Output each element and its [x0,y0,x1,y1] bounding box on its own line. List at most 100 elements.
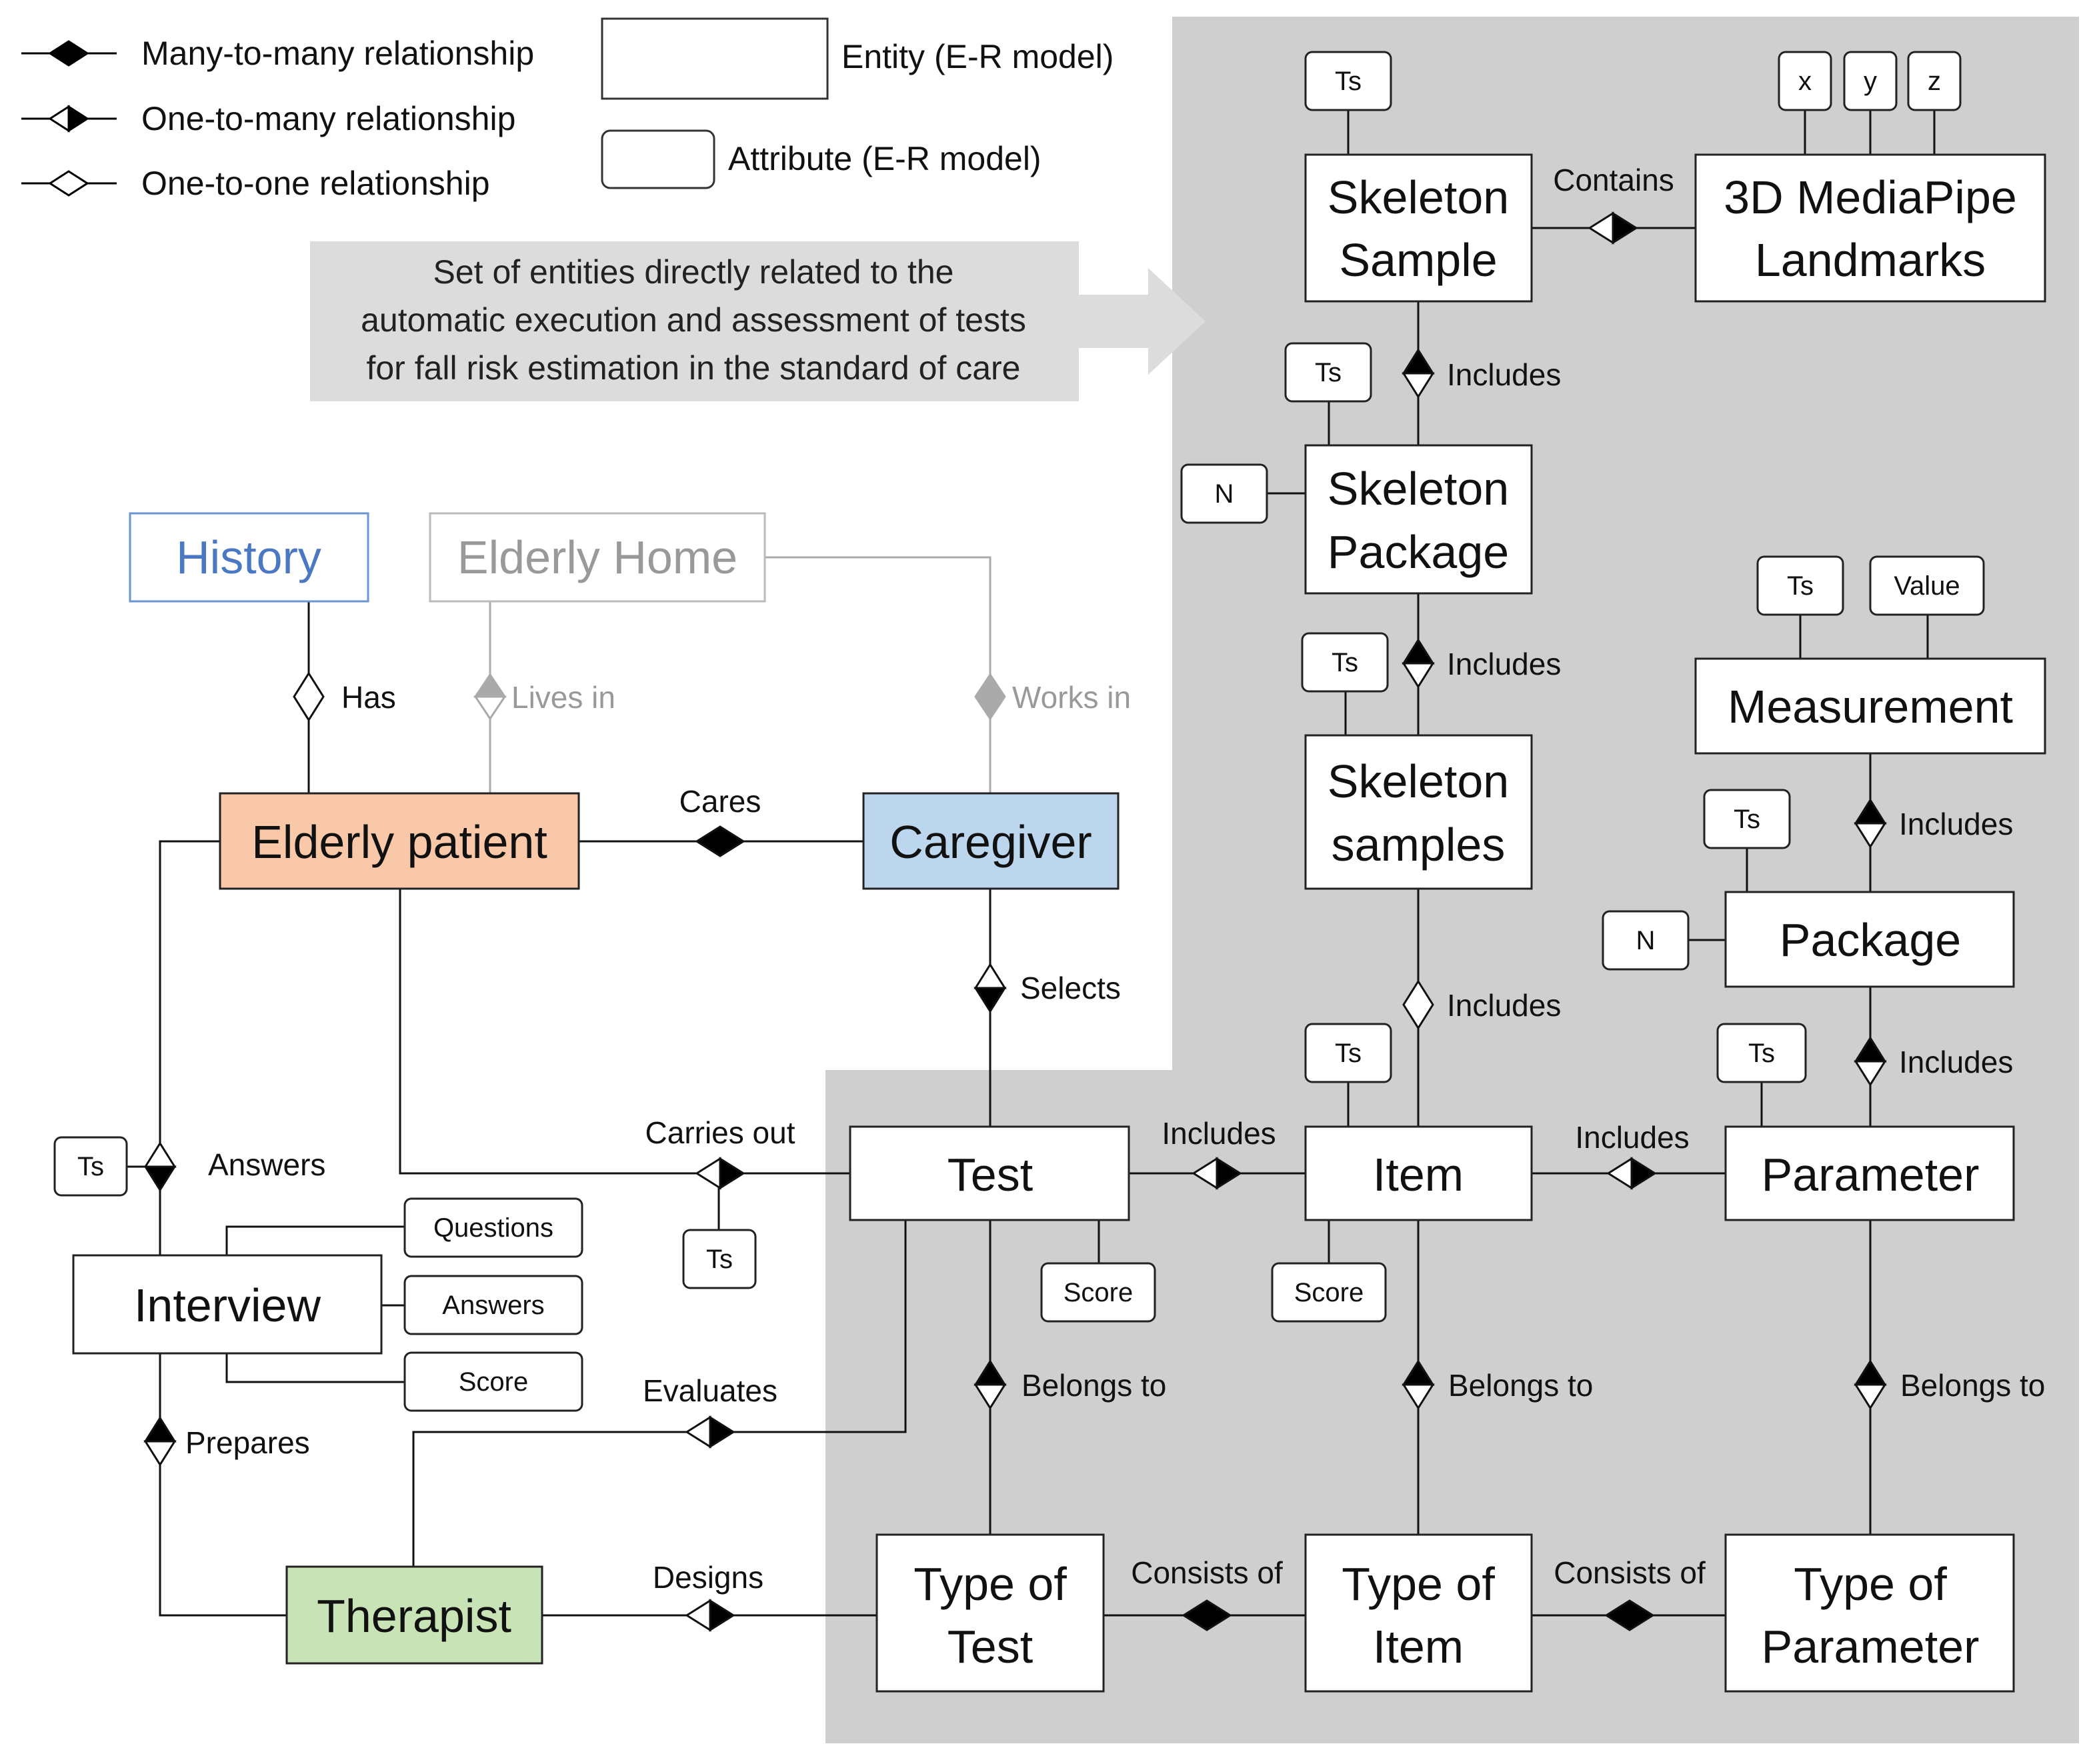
attribute-questions[interactable] [403,1197,583,1258]
rel-consists-of: Consists of [1131,1555,1283,1590]
many-to-many-diamond-icon [48,40,89,67]
attribute-score-label: Score [1294,1278,1364,1307]
attributes [53,51,1985,1412]
rel-includes: Includes [1447,988,1561,1023]
legend-one-to-many: One-to-many relationship [141,100,515,137]
rel-lives-in: Lives in [511,680,615,715]
callout-text-3: for fall risk estimation in the standard… [366,349,1020,387]
attribute-n[interactable] [1180,463,1268,524]
therapist-entity[interactable] [285,1565,543,1665]
rel-includes: Includes [1575,1120,1689,1155]
callout-text-1: Set of entities directly related to the [433,253,954,291]
test-entity[interactable] [849,1125,1130,1221]
attribute-ts[interactable] [1301,632,1389,693]
rel-answers: Answers [208,1147,325,1182]
attribute-ts[interactable] [53,1136,128,1197]
one-to-many-diamond-icon [48,105,70,133]
attribute-score[interactable] [403,1351,583,1412]
attribute-value[interactable] [1869,555,1985,616]
legend: Many-to-many relationship One-to-many re… [21,17,1114,202]
diamonds [143,211,1887,1632]
history-entity[interactable] [129,512,369,603]
rel-selects: Selects [1020,971,1121,1005]
attribute-y[interactable] [1843,51,1898,111]
attribute-ts-label: Ts [1335,1039,1362,1068]
attribute-ts[interactable] [1304,51,1392,111]
item-entity[interactable] [1304,1125,1533,1221]
skeleton-sample-label-1: Skeleton [1328,171,1509,223]
attribute-ts[interactable] [1304,1023,1392,1083]
attribute-value-label: Value [1894,571,1960,601]
elderly-home-entity[interactable] [429,512,766,603]
measurement-entity[interactable] [1694,657,2046,755]
item-label: Item [1373,1149,1464,1201]
rel-belongs-to: Belongs to [1448,1368,1593,1403]
prepares-diamond-icon [143,1416,177,1443]
skeleton-samples-label-2: samples [1332,819,1506,871]
mediapipe-label-2: Landmarks [1755,234,1986,286]
lives-in-diamond-icon [473,673,507,698]
type-of-parameter-entity[interactable] [1724,1533,2015,1693]
designs-diamond-icon [685,1599,711,1632]
legend-one-to-one: One-to-one relationship [141,165,490,202]
attribute-y-label: y [1864,67,1877,96]
type-of-item-entity[interactable] [1304,1533,1533,1693]
type-of-parameter-label-1: Type of [1794,1558,1947,1610]
carries-out-diamond-icon [695,1157,721,1190]
evaluates-diamond-icon [685,1415,711,1449]
rel-includes: Includes [1162,1116,1276,1151]
skeleton-package-label-2: Package [1328,526,1509,578]
works-in-diamond-icon [974,673,1006,721]
legend-many-to-many: Many-to-many relationship [141,35,534,72]
skeleton-sample-entity[interactable] [1304,153,1533,303]
attribute-x-label: x [1798,67,1812,96]
rel-includes: Includes [1447,647,1561,681]
parameter-label: Parameter [1762,1149,1980,1201]
rel-prepares: Prepares [185,1425,310,1460]
attribute-answers[interactable] [403,1275,583,1335]
attribute-score-label: Score [1064,1278,1134,1307]
attribute-score[interactable] [1271,1262,1387,1323]
attribute-x[interactable] [1778,51,1832,111]
callout-text-2: automatic execution and assessment of te… [361,301,1026,339]
rel-includes: Includes [1899,807,2013,841]
attribute-ts[interactable] [1716,1023,1807,1083]
therapist-label: Therapist [317,1590,511,1642]
type-of-test-entity[interactable] [875,1533,1105,1693]
rel-has: Has [341,680,396,715]
one-to-one-diamond-icon [48,170,89,197]
parameter-entity[interactable] [1724,1125,2015,1221]
attribute-z[interactable] [1907,51,1962,111]
attribute-ts[interactable] [1756,555,1844,616]
legend-attribute: Attribute (E-R model) [728,140,1041,177]
skeleton-package-entity[interactable] [1304,444,1533,595]
type-of-test-label-2: Test [947,1621,1033,1673]
attribute-ts-label: Ts [1734,805,1760,834]
answers-diamond-icon [143,1141,177,1168]
type-of-test-label-1: Type of [913,1558,1067,1610]
interview-entity[interactable] [72,1254,383,1355]
attribute-ts[interactable] [1703,789,1791,849]
attribute-n[interactable] [1602,910,1690,971]
mediapipe-entity[interactable] [1694,153,2046,303]
attribute-ts[interactable] [1284,342,1372,403]
skeleton-samples-entity[interactable] [1304,734,1533,890]
elderly-patient-entity[interactable] [219,792,580,890]
attribute-questions-label: Questions [433,1213,553,1243]
rel-belongs-to: Belongs to [1900,1368,2045,1403]
attribute-z-label: z [1928,67,1941,96]
consists-of-diamond-icon [1604,1599,1655,1631]
attribute-score[interactable] [1040,1262,1156,1323]
interview-label: Interview [134,1279,321,1331]
attribute-ts-label: Ts [1748,1039,1775,1068]
elderly-home-label: Elderly Home [457,531,737,583]
rel-includes: Includes [1447,357,1561,392]
legend-attribute-box [601,129,715,189]
selects-diamond-icon [973,963,1007,989]
package-entity[interactable] [1724,891,2015,988]
caregiver-entity[interactable] [862,792,1120,890]
attribute-ts[interactable] [682,1229,757,1289]
callout-arrow [310,241,1206,401]
has-diamond-icon [293,671,325,722]
